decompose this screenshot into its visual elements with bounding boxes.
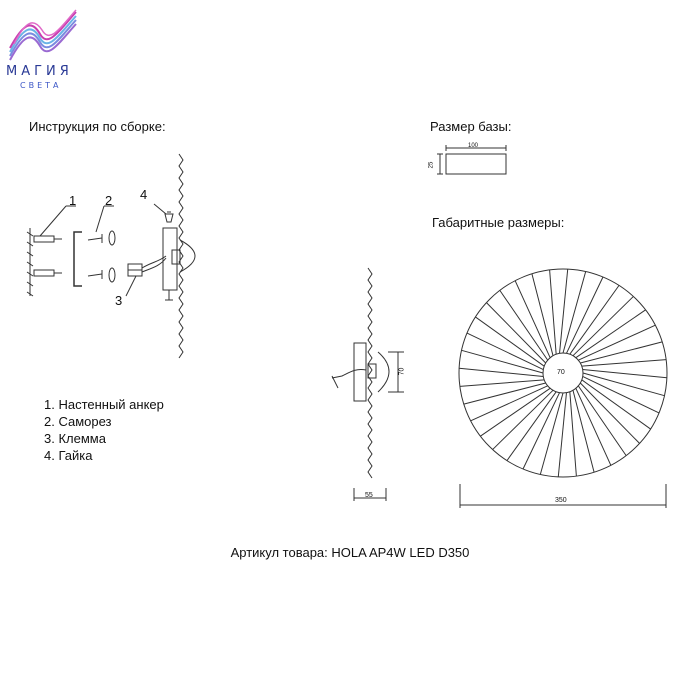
disc-rib: [579, 382, 640, 444]
wall-section: [26, 228, 34, 297]
base-size-heading: Размер базы:: [430, 119, 512, 134]
total-diameter-value: 350: [555, 497, 567, 504]
lamp-edge-zigzag-left: [178, 153, 184, 359]
disc-rib: [514, 280, 551, 358]
disc-rib: [531, 273, 554, 356]
legend-item-anchor: 1. Настенный анкер: [44, 397, 164, 412]
brand-tagline: СВЕТА: [20, 81, 62, 90]
disc-rib: [475, 316, 545, 367]
disc-rib: [549, 269, 557, 355]
disc-rib: [582, 369, 667, 379]
disc-rib: [557, 392, 567, 477]
callout-3: 3: [115, 293, 123, 308]
assembly-heading: Инструкция по сборке:: [29, 119, 166, 134]
logo-wave-graphic: [9, 9, 77, 61]
disc-rib: [492, 389, 554, 450]
overall-dimensions-heading: Габаритные размеры:: [432, 215, 565, 230]
legend-item-nut: 4. Гайка: [44, 448, 93, 463]
disc-rib: [575, 309, 646, 359]
center-diameter-value: 70: [557, 369, 565, 376]
disc-rib: [470, 385, 548, 422]
disc-rib: [572, 296, 634, 357]
legend-item-terminal: 3. Клемма: [44, 431, 106, 446]
disc-rib: [582, 372, 665, 397]
disc-rib: [575, 388, 612, 466]
screw-part: [87, 230, 116, 283]
mounting-bracket: [73, 231, 82, 287]
callout-2: 2: [105, 193, 113, 208]
disc-rib: [581, 359, 667, 367]
callout-1: 1: [69, 193, 77, 208]
disc-ribs: [459, 269, 667, 477]
product-article: Артикул товара: HOLA AP4W LED D350: [230, 545, 470, 560]
disc-rib: [466, 332, 544, 370]
lamp-edge-zigzag-right: [367, 267, 373, 479]
disc-rib: [459, 367, 544, 377]
disc-rib: [562, 271, 587, 354]
parts-legend: 1. Настенный анкер 2. Саморез 3. Клемма …: [44, 396, 164, 464]
disc-rib: [569, 391, 577, 477]
callout-4: 4: [140, 187, 148, 202]
disc-rib: [539, 392, 564, 475]
disc-rib: [577, 385, 627, 456]
disc-rib: [582, 376, 660, 414]
side-depth-value: 55: [365, 492, 373, 499]
disc-rib: [581, 379, 651, 430]
disc-rib: [569, 285, 620, 355]
wall-anchor-part: [33, 235, 62, 277]
disc-rib: [522, 392, 560, 470]
disc-rib: [461, 349, 544, 374]
disc-rib: [486, 302, 547, 364]
disc-rib: [566, 276, 604, 354]
outer-disc: [458, 268, 668, 478]
legend-item-screw: 2. Саморез: [44, 414, 112, 429]
brand-name: МАГИЯ: [6, 64, 73, 79]
disc-rib: [578, 324, 656, 361]
base-width-value: 100: [468, 143, 479, 149]
terminal-part: [127, 255, 167, 277]
disc-rib: [499, 290, 549, 361]
disc-rib: [506, 391, 557, 461]
disc-rib: [580, 341, 663, 364]
base-size-drawing: [437, 145, 507, 175]
disc-rib: [572, 390, 595, 473]
disc-rib: [463, 382, 546, 405]
disc-rib: [459, 379, 545, 387]
disc-rib: [559, 269, 569, 354]
lamp-assembly-view: [162, 211, 196, 301]
disc-rib: [480, 387, 551, 437]
